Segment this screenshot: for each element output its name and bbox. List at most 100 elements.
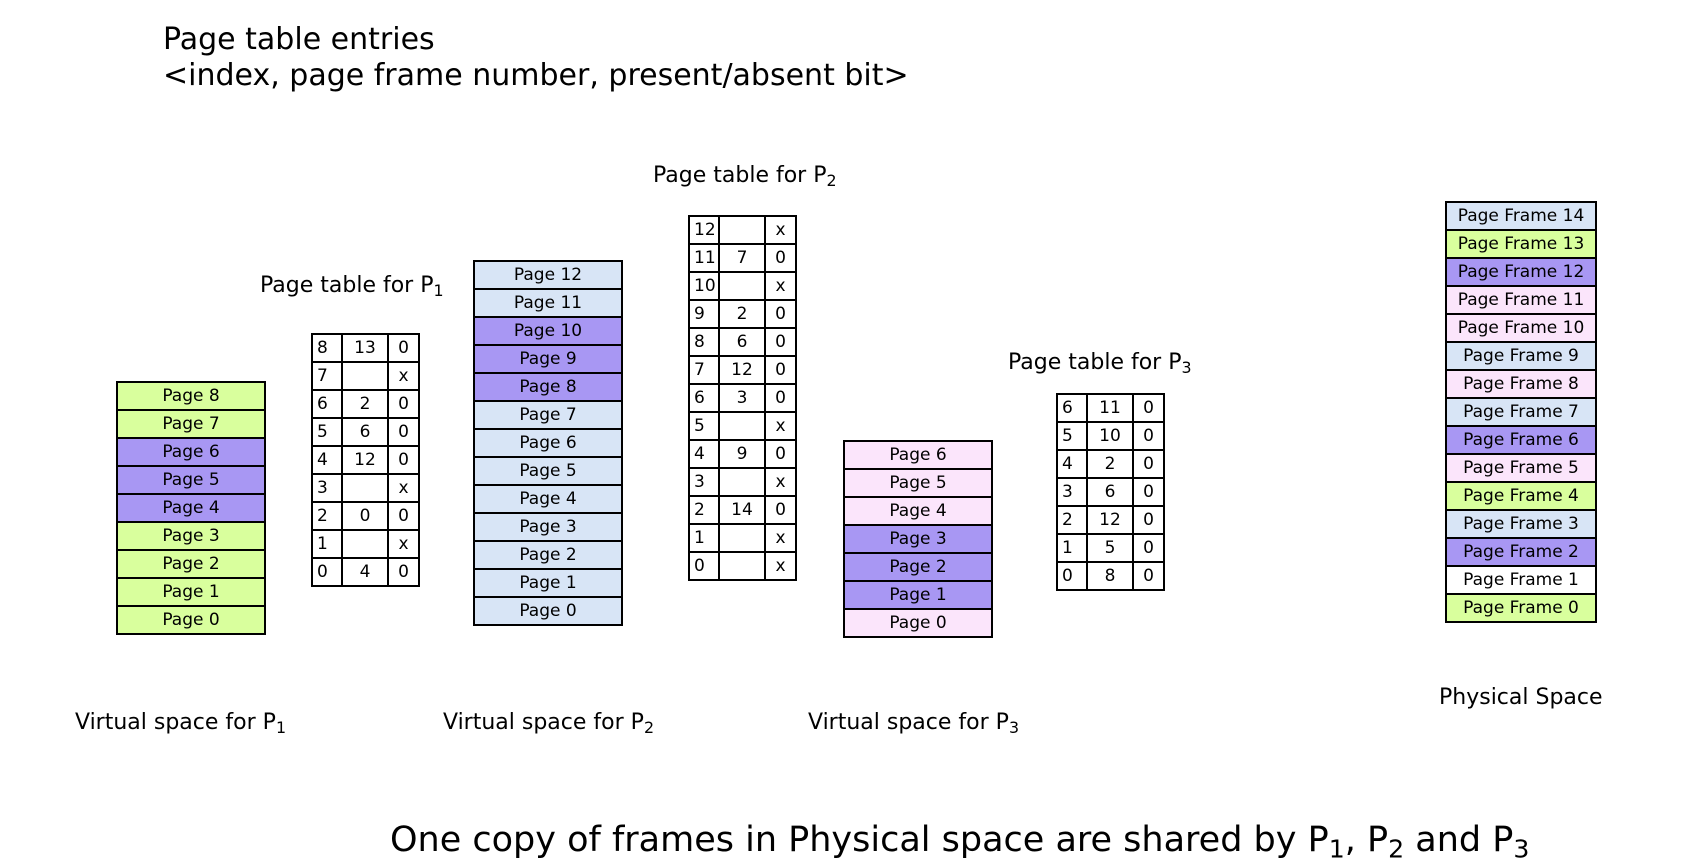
pte-index: 7 xyxy=(311,361,343,391)
pte-index: 10 xyxy=(688,271,720,301)
legend-title: Page table entries xyxy=(163,22,435,57)
pte-index: 6 xyxy=(1056,393,1088,423)
page-frame-cell: Page Frame 11 xyxy=(1445,285,1597,315)
note-text: , P xyxy=(1344,820,1389,860)
page-frame-cell-row: Page Frame 6 xyxy=(1445,425,1597,455)
pte-index: 12 xyxy=(688,215,720,245)
page-frame-cell: Page Frame 13 xyxy=(1445,229,1597,259)
virtual-page-cell: Page 4 xyxy=(473,484,623,514)
virtual-page-cell-row: Page 1 xyxy=(116,577,266,607)
virtual-page-cell-row: Page 6 xyxy=(116,437,266,467)
pte-index: 1 xyxy=(311,529,343,559)
pte-frame-number: 13 xyxy=(341,333,389,363)
virtual-page-cell: Page 4 xyxy=(116,493,266,523)
pte-present-bit: 0 xyxy=(387,501,420,531)
virtual-page-cell-row: Page 1 xyxy=(473,568,623,598)
page-table-p3-title: Page table for P3 xyxy=(1008,350,1192,377)
page-frame-cell: Page Frame 14 xyxy=(1445,201,1597,231)
pte-index: 2 xyxy=(688,495,720,525)
pte-present-bit: 0 xyxy=(764,383,797,413)
legend-entry-format: <index, page frame number, present/absen… xyxy=(163,58,909,93)
pte-frame-number: 2 xyxy=(718,299,766,329)
virtual-page-cell: Page 7 xyxy=(116,409,266,439)
virtual-page-cell-row: Page 7 xyxy=(116,409,266,439)
virtual-page-cell-row: Page 10 xyxy=(473,316,623,346)
page-frame-cell-row: Page Frame 8 xyxy=(1445,369,1597,399)
title-text: Page table for xyxy=(1008,350,1169,375)
pte-present-bit: 0 xyxy=(1132,449,1165,479)
pte-frame-number: 11 xyxy=(1086,393,1134,423)
pte-index: 3 xyxy=(1056,477,1088,507)
caption-text: Virtual space for xyxy=(75,710,263,735)
pte-frame-number xyxy=(718,523,766,553)
virtual-page-cell-row: Page 11 xyxy=(473,288,623,318)
pte-index: 5 xyxy=(688,411,720,441)
pte-index: 11 xyxy=(688,243,720,273)
pte-index: 4 xyxy=(688,439,720,469)
caption-subscript: 2 xyxy=(643,717,655,737)
pte-index: 3 xyxy=(311,473,343,503)
virtual-page-cell: Page 1 xyxy=(473,568,623,598)
page-frame-cell-row: Page Frame 3 xyxy=(1445,509,1597,539)
virtual-page-cell: Page 3 xyxy=(473,512,623,542)
page-frame-cell-row: Page Frame 5 xyxy=(1445,453,1597,483)
title-subscript: 1 xyxy=(433,280,444,300)
pte-present-bit: 0 xyxy=(764,243,797,273)
pte-frame-number: 4 xyxy=(341,557,389,587)
virtual-page-cell-row: Page 2 xyxy=(843,552,993,582)
pte-frame-number xyxy=(718,551,766,581)
page-frame-cell: Page Frame 3 xyxy=(1445,509,1597,539)
page-frame-cell-row: Page Frame 1 xyxy=(1445,565,1597,595)
pte-present-bit: x xyxy=(387,529,420,559)
page-frame-cell: Page Frame 2 xyxy=(1445,537,1597,567)
virtual-page-cell: Page 2 xyxy=(843,552,993,582)
pte-frame-number xyxy=(341,361,389,391)
pte-index: 6 xyxy=(311,389,343,419)
pte-present-bit: x xyxy=(387,361,420,391)
pte-frame-number xyxy=(718,271,766,301)
pte-present-bit: 0 xyxy=(1132,477,1165,507)
virtual-page-cell-row: Page 5 xyxy=(473,456,623,486)
virtual-page-cell-row: Page 2 xyxy=(116,549,266,579)
physical-space-caption: Physical Space xyxy=(1439,685,1603,710)
virtual-page-cell-row: Page 4 xyxy=(116,493,266,523)
pte-index: 4 xyxy=(311,445,343,475)
virtual-page-cell: Page 5 xyxy=(473,456,623,486)
pte-index: 0 xyxy=(311,557,343,587)
virtual-page-cell: Page 2 xyxy=(116,549,266,579)
pte-present-bit: 0 xyxy=(764,355,797,385)
virtual-page-cell: Page 5 xyxy=(116,465,266,495)
page-frame-cell: Page Frame 1 xyxy=(1445,565,1597,595)
title-text: Page table for xyxy=(653,163,814,188)
virtual-page-cell: Page 10 xyxy=(473,316,623,346)
virtual-page-cell: Page 8 xyxy=(116,381,266,411)
pte-frame-number: 12 xyxy=(718,355,766,385)
page-frame-cell: Page Frame 10 xyxy=(1445,313,1597,343)
virtual-page-cell: Page 5 xyxy=(843,468,993,498)
pte-index: 1 xyxy=(1056,533,1088,563)
virtual-page-cell: Page 0 xyxy=(116,605,266,635)
virtual-page-cell: Page 7 xyxy=(473,400,623,430)
virtual-page-cell: Page 9 xyxy=(473,344,623,374)
pte-present-bit: x xyxy=(764,215,797,245)
pte-present-bit: 0 xyxy=(387,445,420,475)
virtual-page-cell-row: Page 0 xyxy=(116,605,266,635)
pte-frame-number: 3 xyxy=(718,383,766,413)
page-frame-cell-row: Page Frame 11 xyxy=(1445,285,1597,315)
